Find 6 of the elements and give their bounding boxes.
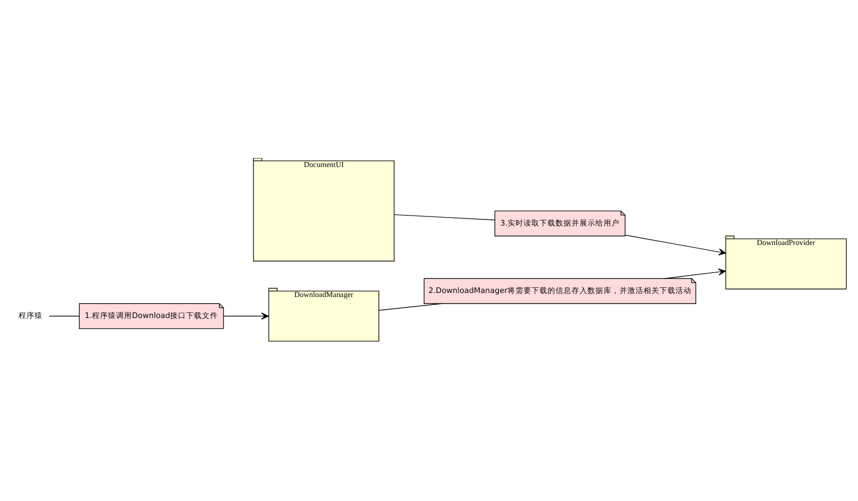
arrow [664, 268, 726, 278]
arrow [223, 312, 269, 320]
connector [378, 302, 442, 310]
connector [49, 315, 80, 316]
connector [394, 214, 496, 220]
arrow [625, 234, 726, 255]
